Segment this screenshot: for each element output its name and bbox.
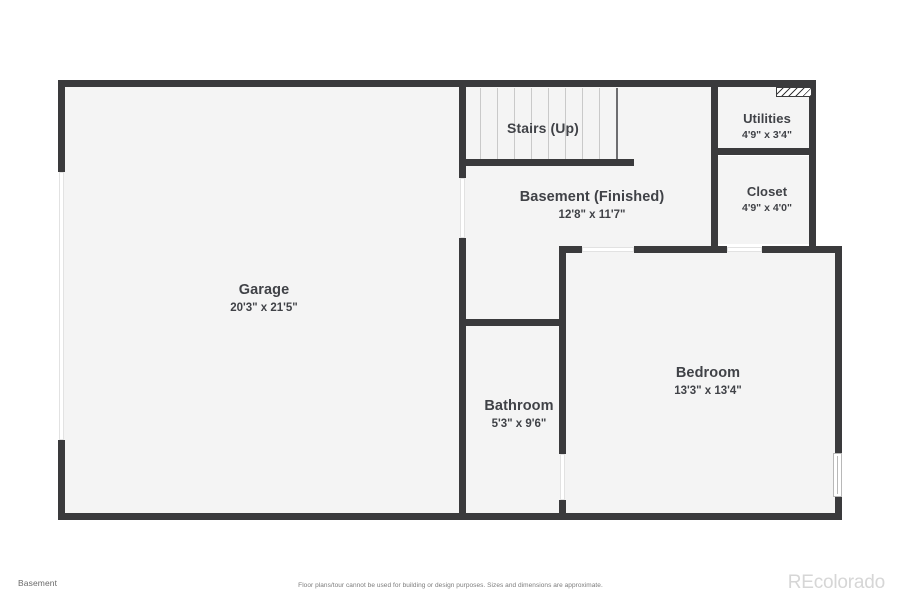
room-area-bedroom xyxy=(566,252,838,514)
wall-exterior-left-lower xyxy=(58,440,65,520)
recolorado-logo: REcolorado xyxy=(787,572,885,593)
wall-exterior-right-bedroom-lower xyxy=(835,497,842,520)
wall-bedroom-top-left-stub xyxy=(566,246,582,253)
wall-bedroom-top-right-seg xyxy=(634,246,718,253)
floor-title: Basement xyxy=(18,578,58,588)
wall-closet-bottom-stub-left xyxy=(711,246,727,253)
wall-exterior-left-upper xyxy=(58,80,65,172)
garage-door-opening xyxy=(59,172,64,440)
room-area-closet xyxy=(718,156,816,244)
utilities-hatched-fixture xyxy=(776,87,812,97)
wall-basement-utilities xyxy=(711,80,718,252)
wall-basement-bathroom xyxy=(459,319,566,326)
stairs-graphic xyxy=(466,88,634,160)
wall-bathroom-bedroom-lower xyxy=(559,500,566,520)
wall-below-stairs xyxy=(466,159,634,166)
wall-exterior-right-bedroom-upper xyxy=(835,246,842,453)
window-bedroom-east xyxy=(833,453,842,497)
wall-exterior-top xyxy=(58,80,816,87)
wall-garage-basement-upper xyxy=(459,80,466,178)
door-bathroom xyxy=(560,454,565,500)
door-garage-to-basement xyxy=(460,178,465,238)
room-area-garage xyxy=(62,86,466,514)
wall-bathroom-bedroom-upper xyxy=(559,246,566,454)
wall-utilities-closet xyxy=(711,148,816,155)
wall-garage-basement-lower xyxy=(459,238,466,520)
disclaimer-text: Floor plans/tour cannot be used for buil… xyxy=(298,582,603,589)
door-closet xyxy=(727,247,762,252)
room-area-bathroom xyxy=(466,322,566,514)
wall-exterior-right-upper xyxy=(809,80,816,246)
wall-exterior-bottom xyxy=(58,513,842,520)
wall-bedroom-top-right xyxy=(762,246,842,253)
door-basement-to-bedroom xyxy=(582,247,634,252)
